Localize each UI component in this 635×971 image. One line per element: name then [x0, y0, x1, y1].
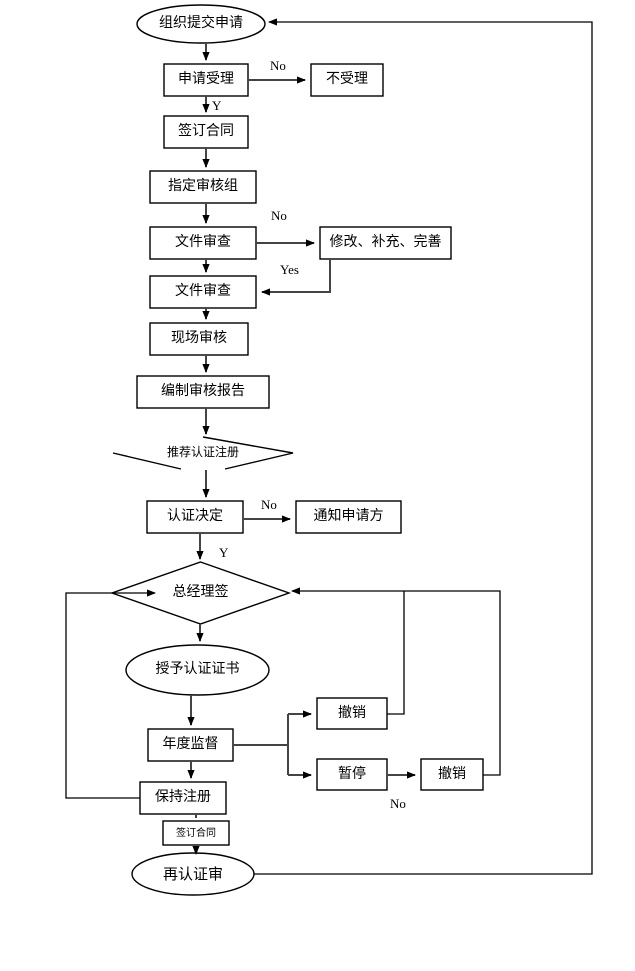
edge-revise-to-docreview2: [261, 259, 331, 296]
shape-n9[interactable]: [149, 322, 249, 356]
edge-label-l5: No: [261, 497, 277, 512]
edge-label-l4: Yes: [280, 262, 299, 277]
shape-n13[interactable]: [295, 500, 402, 534]
shape-n22[interactable]: [131, 852, 255, 896]
edge-withdraw-top-riser: [387, 591, 405, 715]
shape-n1[interactable]: [136, 4, 266, 44]
shape-n7[interactable]: [319, 226, 452, 260]
edge-recert-to-apply-loop: [254, 18, 593, 875]
edge-label-l3: No: [271, 208, 287, 223]
shape-n10[interactable]: [136, 375, 270, 409]
shape-n21[interactable]: [162, 820, 230, 846]
shape-n6[interactable]: [149, 226, 257, 260]
edge-label-l6: Y: [219, 545, 229, 560]
shape-n20[interactable]: [139, 781, 227, 815]
shape-n4[interactable]: [163, 115, 249, 149]
shape-n15[interactable]: [125, 644, 270, 696]
shape-n16[interactable]: [147, 728, 234, 762]
shape-n5[interactable]: [149, 170, 257, 204]
shape-n19[interactable]: [420, 758, 484, 791]
edge-label-l1: No: [270, 58, 286, 73]
edge-maintain-to-gmsign-loop: [65, 589, 156, 799]
edge-label-l7: No: [390, 796, 406, 811]
shape-n3[interactable]: [310, 63, 384, 97]
shape-n11[interactable]: [112, 436, 294, 470]
shape-n18[interactable]: [316, 758, 388, 791]
shape-n12[interactable]: [146, 500, 244, 534]
shape-n17[interactable]: [316, 697, 388, 730]
edge-withdraw-to-gmsign: [291, 587, 501, 776]
edge-label-l2: Y: [212, 98, 222, 113]
shape-n8[interactable]: [149, 275, 257, 309]
shape-n2[interactable]: [163, 63, 249, 97]
